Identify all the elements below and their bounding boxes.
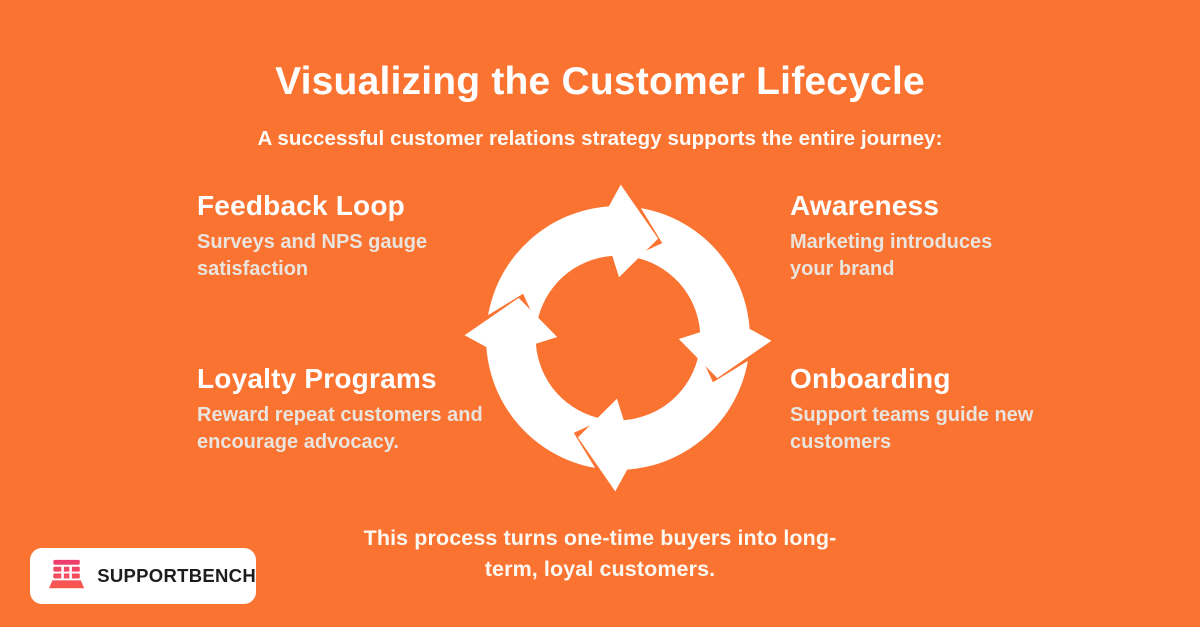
footer-caption-line2: term, loyal customers. (484, 556, 716, 581)
circular-arrows-clockwise-icon (464, 184, 772, 492)
page-title: Visualizing the Customer Lifecycle (275, 60, 925, 103)
stage-onboarding: Onboarding Support teams guide new custo… (790, 363, 1040, 455)
stage-description: Surveys and NPS gauge satisfaction (197, 231, 428, 280)
stage-description: Reward repeat customers and encourage ad… (197, 404, 483, 453)
stage-awareness: Awareness Marketing introduces your bran… (790, 190, 1040, 282)
stage-description: Marketing introduces your brand (790, 231, 993, 280)
stage-loyalty-programs: Loyalty Programs Reward repeat customers… (197, 363, 487, 455)
stage-title: Feedback Loop (197, 190, 405, 221)
footer-caption: This process turns one-time buyers into … (0, 523, 1200, 584)
stage-title: Awareness (790, 190, 940, 221)
footer-caption-line1: This process turns one-time buyers into … (363, 526, 837, 550)
stage-title: Loyalty Programs (197, 363, 437, 394)
supportbench-logo: SUPPORTBENCH (30, 548, 256, 604)
logo-wordmark: SUPPORTBENCH (97, 565, 256, 586)
page-subtitle: A successful customer relations strategy… (257, 127, 943, 150)
bench-icon (48, 559, 85, 589)
stage-title: Onboarding (790, 363, 951, 394)
stage-feedback-loop: Feedback Loop Surveys and NPS gauge sati… (197, 190, 487, 282)
stage-description: Support teams guide new customers (790, 404, 1034, 453)
